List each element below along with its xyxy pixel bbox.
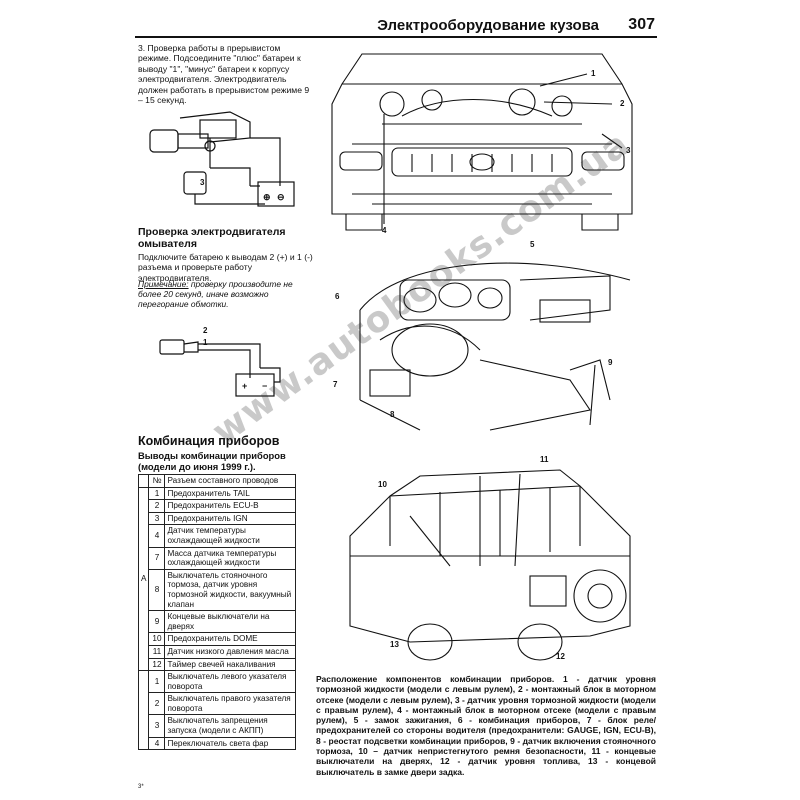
table-cell-desc: Масса датчика температуры охлаждающей жи… — [164, 546, 296, 570]
engine-label-3: 3 — [626, 146, 631, 155]
svg-text:⊖: ⊖ — [277, 192, 285, 202]
vehicle-label-13: 13 — [390, 640, 399, 649]
table-cell-no: 10 — [148, 632, 166, 646]
footer-mark: 3* — [138, 784, 144, 790]
engine-label-4: 4 — [382, 226, 387, 235]
engine-label-1: 1 — [591, 69, 596, 78]
table-cell-desc: Датчик низкого давления масла — [164, 644, 296, 659]
table-cell-desc: Предохранитель TAIL — [164, 486, 296, 501]
table-cell-no: 12 — [148, 657, 166, 672]
fig1-label-3: 3 — [200, 178, 205, 187]
note-text: Примечание: проверку производите не боле… — [138, 279, 313, 310]
table-cell-desc: Выключатель правого указателя поворота — [164, 692, 296, 716]
table-header-group — [137, 474, 150, 488]
table-cell-no: 1 — [148, 670, 166, 694]
table-cell-no: 9 — [148, 610, 166, 634]
page-number: 307 — [628, 16, 655, 33]
table-cell-no: 2 — [148, 499, 166, 513]
washer-motor-diagram: + − — [159, 339, 281, 397]
wiper-motor-test-diagram: ⊕ ⊖ — [149, 111, 295, 207]
table-cell-desc: Переключатель света фар — [164, 736, 296, 751]
washer-motor-heading: Проверка электродвигателя омывателя — [138, 226, 286, 250]
table-cell-desc: Предохранитель DOME — [164, 632, 296, 646]
table-cell-desc: Предохранитель ECU-B — [164, 499, 296, 513]
dash-label-5: 5 — [530, 240, 535, 249]
figure-caption: Расположение компонентов комбинации приб… — [316, 674, 656, 777]
table-cell-no: 11 — [148, 644, 166, 659]
svg-text:−: − — [262, 381, 267, 391]
note-body: проверку производите не более 20 секунд,… — [138, 279, 293, 310]
section-title: Электрооборудование кузова — [377, 17, 599, 34]
table-group-cell — [137, 670, 150, 751]
combination-heading: Комбинация приборов — [138, 434, 280, 448]
table-cell-desc: Выключатель запрещения запуска (модели с… — [164, 714, 296, 738]
dash-label-8: 8 — [390, 410, 395, 419]
vehicle-label-10: 10 — [378, 480, 387, 489]
table-cell-no: 4 — [148, 524, 166, 548]
engine-label-2: 2 — [620, 99, 625, 108]
table-cell-desc: Датчик температуры охлаждающей жидкости — [164, 524, 296, 548]
svg-text:⊕: ⊕ — [263, 192, 271, 202]
table-cell-desc: Выключатель левого указателя поворота — [164, 670, 296, 694]
engine-bay-diagram — [331, 53, 633, 231]
svg-text:+: + — [242, 381, 247, 391]
vehicle-label-11: 11 — [540, 455, 549, 464]
vehicle-label-12: 12 — [556, 652, 565, 661]
table-cell-desc: Выключатель стояночного тормоза, датчик … — [164, 568, 296, 612]
table-cell-no: 3 — [148, 511, 166, 526]
note-label: Примечание: — [138, 279, 189, 289]
fig2-label-2: 2 — [203, 326, 208, 335]
washer-motor-text: Подключите батарею к выводам 2 (+) и 1 (… — [138, 252, 313, 283]
table-header-row: № Разъем составного проводов — [137, 474, 296, 488]
table-header-desc: Разъем составного проводов — [164, 474, 296, 488]
intermittent-check-text: 3. Проверка работы в прерывистом режиме.… — [138, 43, 310, 106]
dashboard-diagram — [359, 262, 631, 431]
table-cell-no: 7 — [148, 546, 166, 570]
table-cell-no: 8 — [148, 568, 166, 612]
table-cell-no: 3 — [148, 714, 166, 738]
table-cell-desc: Предохранитель IGN — [164, 511, 296, 526]
table-cell-no: 4 — [148, 736, 166, 751]
table-cell-no: 1 — [148, 486, 166, 501]
table-group-cell: A — [137, 486, 150, 672]
dash-label-6: 6 — [335, 292, 340, 301]
table-header-no: № — [148, 474, 166, 488]
dash-label-9: 9 — [608, 358, 613, 367]
table-cell-desc: Концевые выключатели на дверях — [164, 610, 296, 634]
page-header: Электрооборудование кузова 307 — [135, 16, 657, 38]
table-cell-no: 2 — [148, 692, 166, 716]
vehicle-diagram — [349, 469, 631, 661]
fig2-label-1: 1 — [203, 338, 208, 347]
table-cell-desc: Таймер свечей накаливания — [164, 657, 296, 672]
combination-subheading: Выводы комбинации приборов (модели до ию… — [138, 450, 286, 472]
dash-label-7: 7 — [333, 380, 338, 389]
